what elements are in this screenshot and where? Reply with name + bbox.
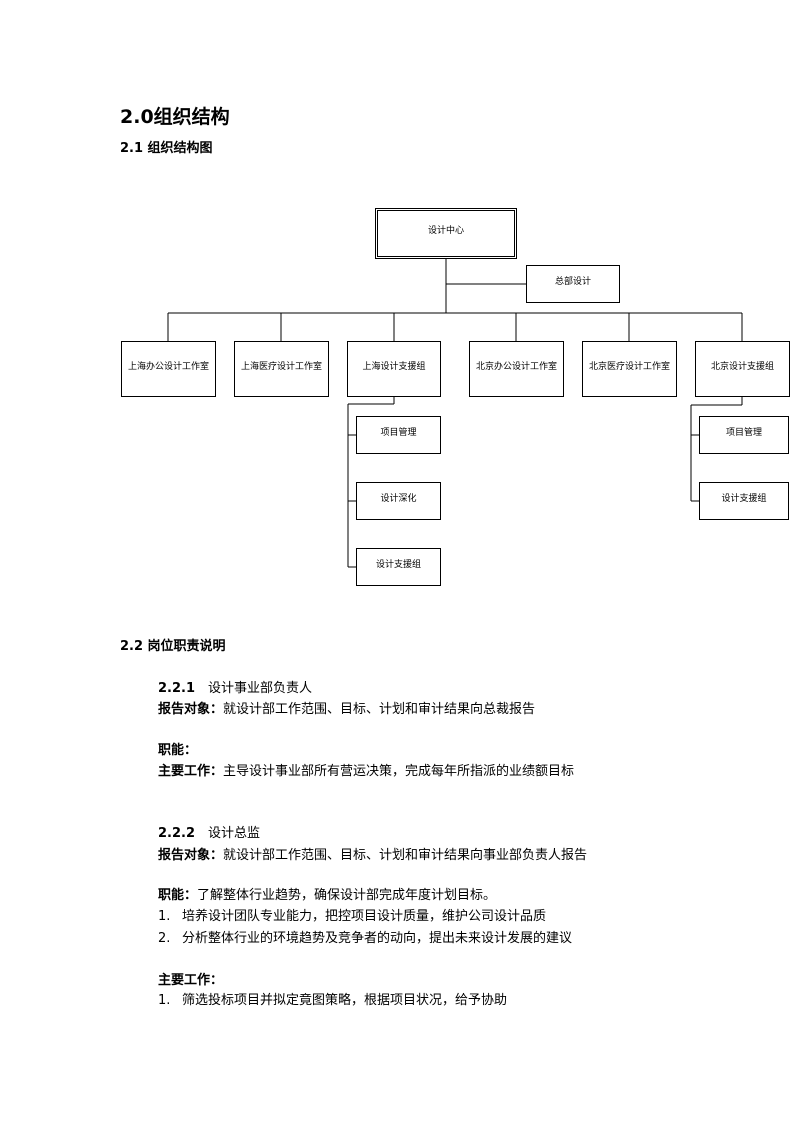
subsection-2-function-text: 了解整体行业趋势，确保设计部完成年度计划目标。	[197, 888, 497, 903]
list-item-number: 2.	[158, 931, 171, 946]
org-box-dept-6-label: 北京设计支援组	[710, 362, 774, 372]
subsection-2-heading: 2.2.2 设计总监	[158, 824, 260, 844]
page-title: 2.0组织结构	[120, 106, 230, 128]
list-item: 2. 分析整体行业的环境趋势及竞争者的动向，提出未来设计发展的建议	[158, 929, 572, 949]
subsection-2-function-label: 职能：	[158, 888, 198, 903]
subsection-1-title: 设计事业部负责人	[208, 681, 313, 696]
subsection-1-work: 主要工作：主导设计事业部所有营运决策，完成每年所指派的业绩额目标	[158, 762, 574, 782]
org-box-dept-2-label: 上海医疗设计工作室	[240, 362, 322, 372]
org-box-bj-child-1: 项目管理	[699, 416, 789, 454]
org-box-dept-4: 北京办公设计工作室	[469, 341, 564, 397]
org-box-bj-child-2: 设计支援组	[699, 482, 789, 520]
org-box-hq-design: 总部设计	[526, 265, 620, 303]
org-box-dept-5-label: 北京医疗设计工作室	[588, 362, 670, 372]
subsection-2-number: 2.2.2	[158, 826, 196, 841]
list-item: 1. 培养设计团队专业能力，把控项目设计质量，维护公司设计品质	[158, 907, 546, 927]
subsection-2-report: 报告对象：就设计部工作范围、目标、计划和审计结果向事业部负责人报告	[158, 846, 587, 866]
subsection-2-work-label: 主要工作：	[158, 973, 224, 988]
list-item-number: 1.	[158, 909, 171, 924]
org-box-dept-5: 北京医疗设计工作室	[582, 341, 677, 397]
list-item: 1. 筛选投标项目并拟定竟图策略，根据项目状况，给予协助	[158, 991, 507, 1011]
org-box-root: 设计中心	[375, 208, 517, 259]
subsection-1-heading: 2.2.1 设计事业部负责人	[158, 679, 312, 699]
subsection-1-function-label: 职能：	[158, 743, 198, 758]
org-chart-lines	[167, 258, 743, 568]
list-item-number: 1.	[158, 993, 171, 1008]
org-box-bj-child-2-label: 设计支援组	[721, 494, 767, 504]
subsection-1-work-label: 主要工作：	[158, 764, 224, 779]
subsection-2-report-text: 就设计部工作范围、目标、计划和审计结果向事业部负责人报告	[223, 848, 588, 863]
org-box-dept-1-label: 上海办公设计工作室	[127, 362, 209, 372]
org-box-root-label: 设计中心	[427, 226, 464, 236]
org-box-sh-child-3: 设计支援组	[356, 548, 441, 586]
subsection-1-work-text: 主导设计事业部所有营运决策，完成每年所指派的业绩额目标	[223, 764, 575, 779]
subsection-1-report: 报告对象：就设计部工作范围、目标、计划和审计结果向总裁报告	[158, 700, 535, 720]
subsection-1-number: 2.2.1	[158, 681, 196, 696]
org-box-dept-2: 上海医疗设计工作室	[234, 341, 329, 397]
subsection-1-report-label: 报告对象：	[158, 702, 224, 717]
org-box-sh-child-2-label: 设计深化	[380, 494, 417, 504]
org-box-dept-1: 上海办公设计工作室	[121, 341, 216, 397]
section-title-org-chart: 2.1 组织结构图	[120, 141, 213, 156]
list-item-text: 筛选投标项目并拟定竟图策略，根据项目状况，给予协助	[182, 993, 508, 1008]
subsection-2-title: 设计总监	[208, 826, 261, 841]
org-box-sh-child-1-label: 项目管理	[380, 428, 417, 438]
org-box-hq-design-label: 总部设计	[554, 277, 591, 287]
org-box-dept-3-label: 上海设计支援组	[362, 362, 426, 372]
org-box-sh-child-2: 设计深化	[356, 482, 441, 520]
org-box-sh-child-3-label: 设计支援组	[375, 560, 421, 570]
org-box-dept-4-label: 北京办公设计工作室	[475, 362, 557, 372]
list-item-text: 培养设计团队专业能力，把控项目设计质量，维护公司设计品质	[182, 909, 547, 924]
subsection-2-report-label: 报告对象：	[158, 848, 224, 863]
org-box-dept-6: 北京设计支援组	[695, 341, 790, 397]
org-box-bj-child-1-label: 项目管理	[725, 428, 762, 438]
subsection-2-function: 职能：了解整体行业趋势，确保设计部完成年度计划目标。	[158, 886, 496, 906]
org-box-sh-child-1: 项目管理	[356, 416, 441, 454]
section-title-duties: 2.2 岗位职责说明	[120, 639, 226, 654]
subsection-1-report-text: 就设计部工作范围、目标、计划和审计结果向总裁报告	[223, 702, 536, 717]
list-item-text: 分析整体行业的环境趋势及竞争者的动向，提出未来设计发展的建议	[182, 931, 573, 946]
org-box-dept-3: 上海设计支援组	[347, 341, 441, 397]
